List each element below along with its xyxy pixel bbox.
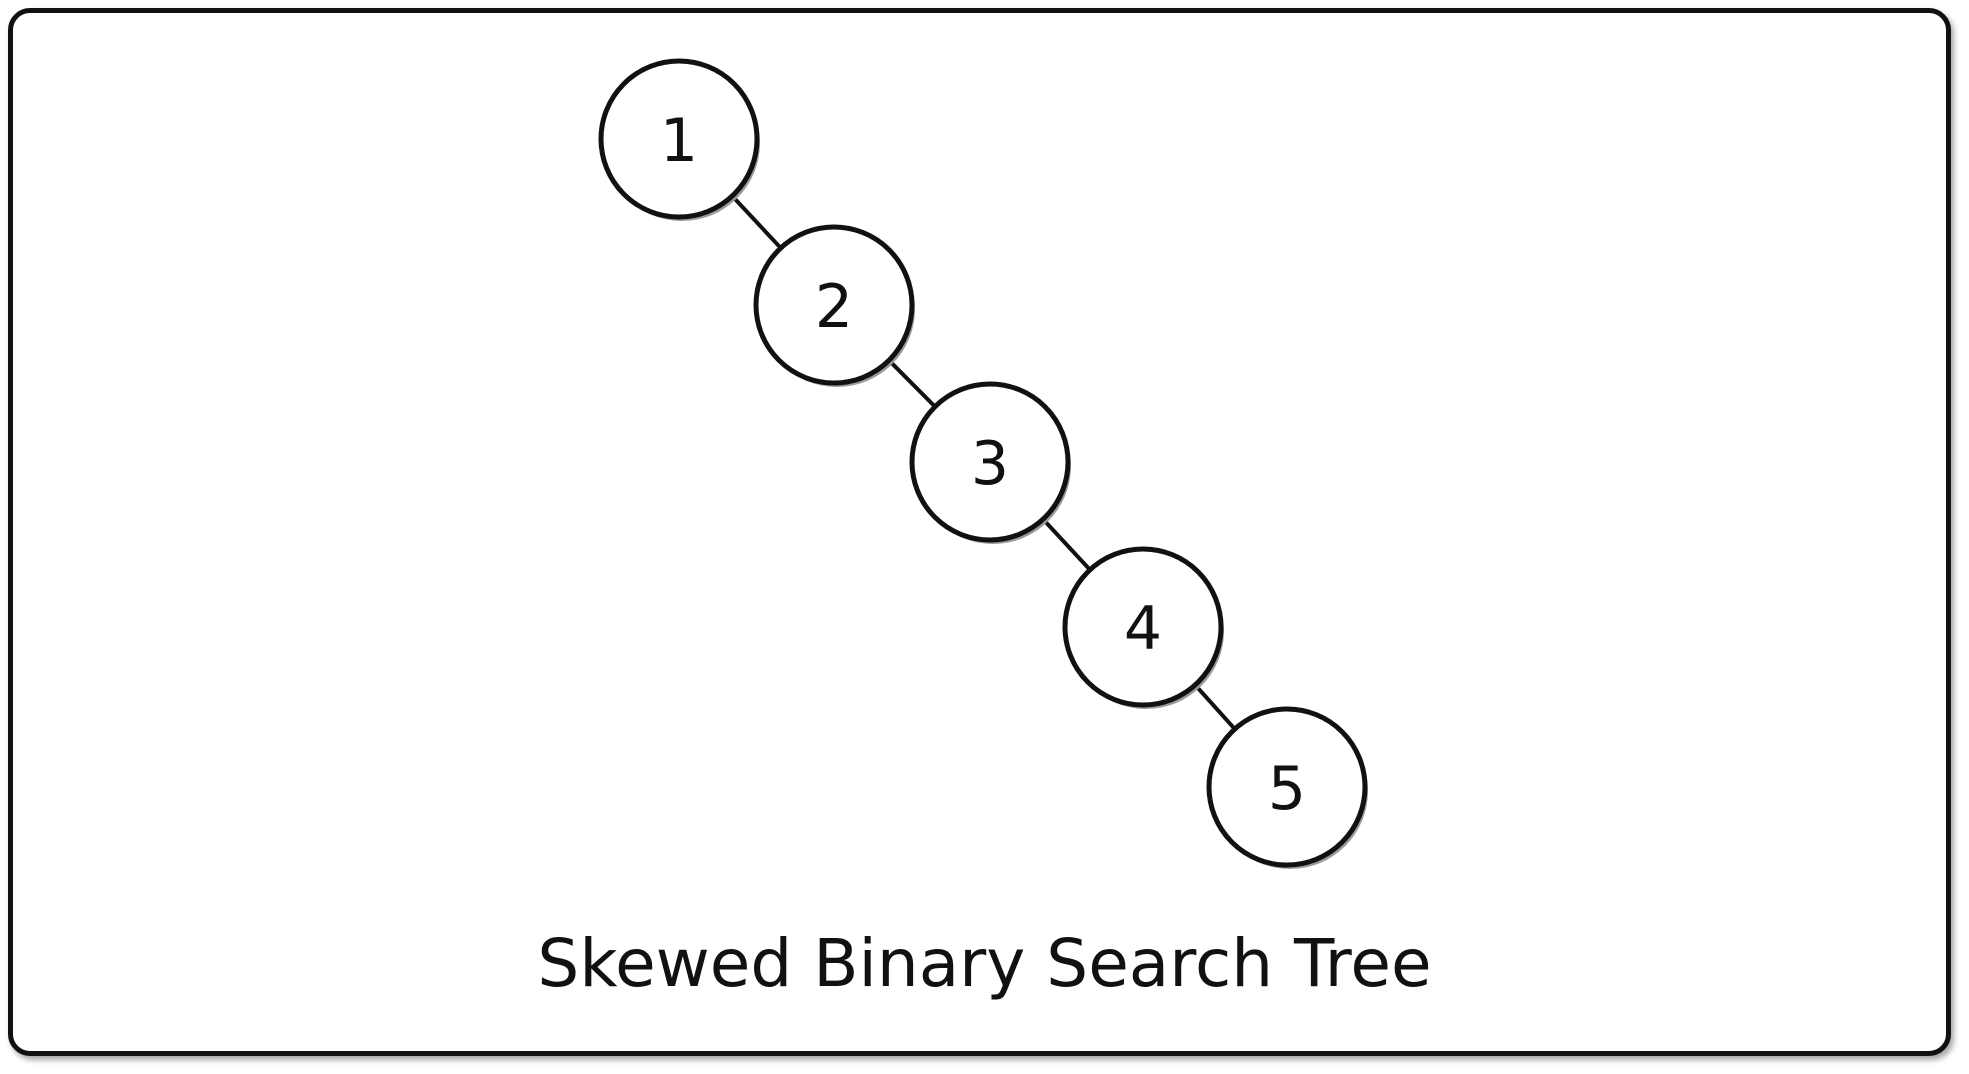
tree-node-5: 5 — [1206, 706, 1368, 869]
node-label: 3 — [971, 429, 1009, 499]
node-label: 2 — [815, 272, 853, 342]
node-circle — [909, 381, 1071, 543]
tree-node-3: 3 — [909, 381, 1071, 544]
diagram-caption: Skewed Binary Search Tree — [537, 925, 1432, 1002]
node-label: 5 — [1268, 754, 1306, 824]
nodes-layer: 1 2 3 4 5 — [598, 58, 1368, 869]
node-circle — [598, 58, 760, 220]
tree-node-4: 4 — [1062, 546, 1224, 709]
tree-node-1: 1 — [598, 58, 760, 221]
node-circle — [753, 224, 915, 386]
node-label: 4 — [1124, 594, 1162, 664]
node-circle — [1206, 706, 1368, 868]
node-label: 1 — [660, 106, 698, 176]
node-circle — [1062, 546, 1224, 708]
tree-node-2: 2 — [753, 224, 915, 387]
